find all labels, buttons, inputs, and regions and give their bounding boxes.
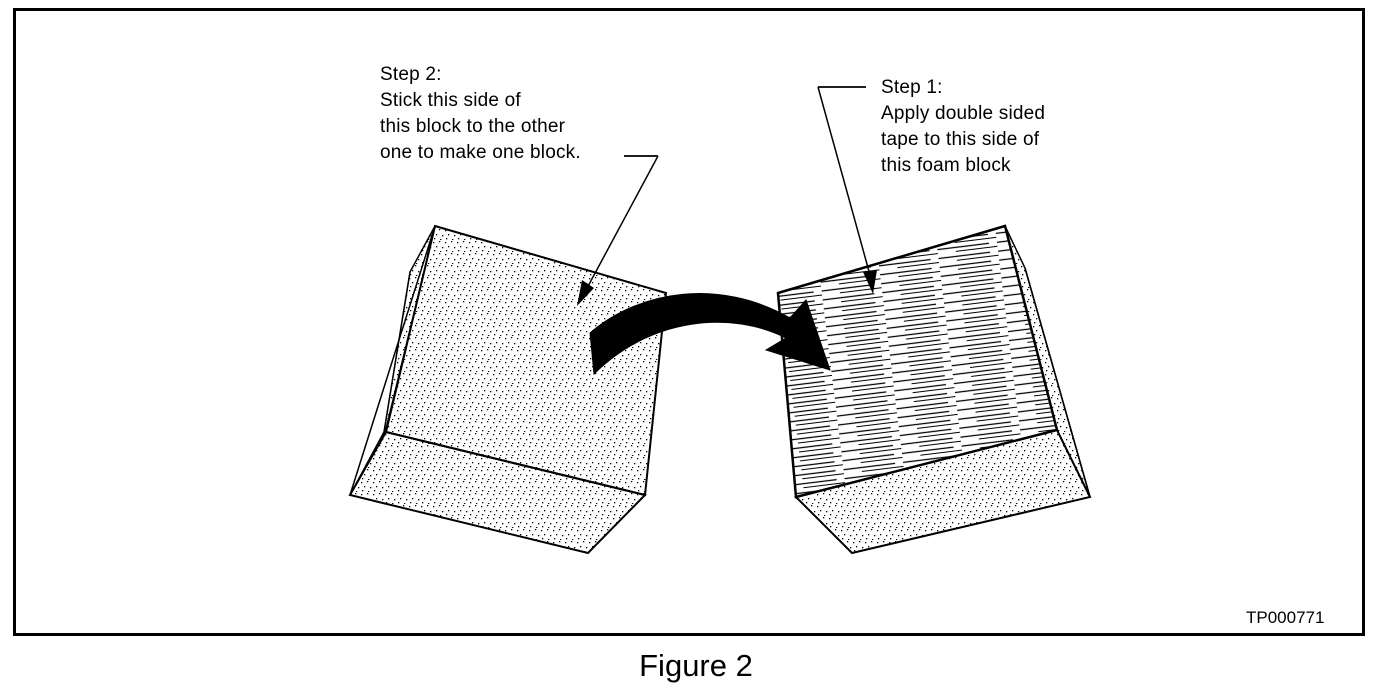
step2-line: Stick this side of: [380, 90, 521, 111]
step1-label: Step 1: Apply double sided tape to this …: [881, 75, 1045, 179]
reference-code: TP000771: [1246, 608, 1325, 627]
step2-line: this block to the other: [380, 116, 566, 137]
step1-leader: [817, 86, 877, 294]
step1-line: Step 1:: [881, 77, 943, 98]
step1-line: this foam block: [881, 155, 1011, 176]
step2-label: Step 2: Stick this side of this block to…: [380, 62, 581, 166]
figure-caption: Figure 2: [639, 648, 753, 683]
step2-leader: [577, 155, 659, 306]
left-foam-block: [348, 224, 668, 555]
step2-line: Step 2:: [380, 64, 442, 85]
step1-line: Apply double sided: [881, 103, 1046, 124]
left-block-bottom-face: [348, 430, 647, 555]
step1-line: tape to this side of: [881, 129, 1040, 150]
step2-line: one to make one block.: [380, 142, 581, 163]
right-foam-block: [776, 224, 1092, 555]
curved-arrow-icon: [589, 293, 831, 376]
